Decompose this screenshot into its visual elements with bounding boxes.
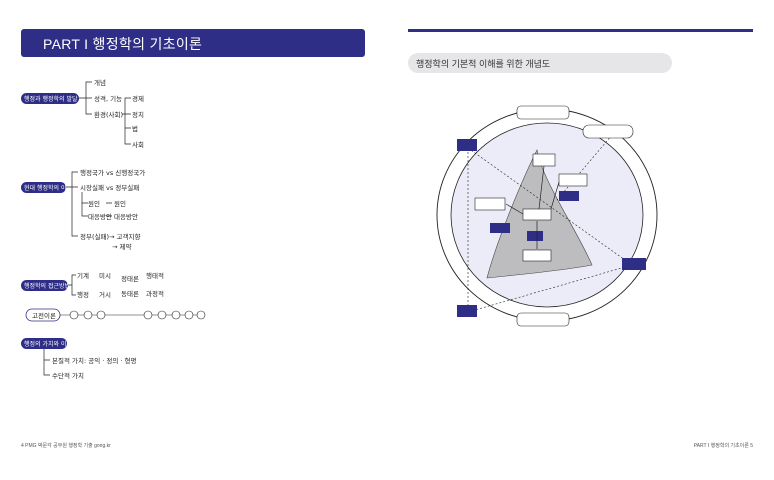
section-pill-4	[21, 338, 67, 349]
section-pill-3	[21, 280, 68, 291]
concept-diagram	[436, 105, 658, 327]
svg-text:대응방안: 대응방안	[114, 212, 138, 221]
svg-text:성격, 기능: 성격, 기능	[94, 94, 122, 103]
mindmap: 행정과 행정학의 발달 개념 성격, 기능 환경(사회) 경제 정치 법 사회 …	[21, 78, 206, 380]
part-title: PART I 행정학의 기초이론	[43, 36, 203, 52]
svg-text:행정의 가치와 이념: 행정의 가치와 이념	[24, 340, 72, 348]
svg-text:법: 법	[132, 124, 138, 133]
right-footer: PART I 행정학의 기초이론 5	[693, 443, 753, 449]
svg-text:정부(실패)→ 고객지향: 정부(실패)→ 고객지향	[80, 232, 140, 241]
section-pill-1	[21, 93, 79, 104]
svg-text:정태론: 정태론	[121, 274, 139, 283]
right-page: 행정학의 기본적 이해를 위한 개념도	[387, 0, 774, 480]
svg-text:개념: 개념	[94, 78, 106, 87]
left-footer: 4 PMG 박문각 공무원 행정학 기출 gong.kr	[21, 443, 111, 449]
caption-text: 행정학의 기본적 이해를 위한 개념도	[416, 59, 551, 69]
svg-text:행정학의 접근방법: 행정학의 접근방법	[24, 282, 70, 290]
svg-text:환경(사회): 환경(사회)	[94, 110, 123, 119]
svg-text:대응방안: 대응방안	[88, 212, 112, 221]
svg-text:수단적 가치: 수단적 가치	[52, 371, 84, 380]
svg-text:과정적: 과정적	[146, 289, 164, 298]
svg-text:고전이론: 고전이론	[32, 311, 56, 320]
svg-text:행태적: 행태적	[146, 271, 164, 280]
left-page: PART I 행정학의 기초이론 행정과 행정학의 발달 개념 성격, 기능 환…	[21, 29, 365, 449]
svg-text:거시: 거시	[99, 290, 111, 299]
svg-text:행정과 행정학의 발달: 행정과 행정학의 발달	[24, 95, 78, 103]
top-rule	[408, 29, 753, 32]
svg-text:본질적 가치: 공익 · 정의 · 형평: 본질적 가치: 공익 · 정의 · 형평	[52, 356, 137, 365]
part-banner: PART I 행정학의 기초이론	[21, 29, 365, 57]
svg-text:행정국가 vs 신행정국가: 행정국가 vs 신행정국가	[80, 168, 145, 177]
svg-text:시장실패 vs 정부실패: 시장실패 vs 정부실패	[80, 183, 139, 192]
svg-text:정치: 정치	[132, 110, 144, 119]
svg-text:경제: 경제	[132, 94, 144, 103]
svg-text:미시: 미시	[99, 271, 111, 280]
svg-text:현대 행정학의 이해: 현대 행정학의 이해	[24, 184, 72, 192]
svg-text:→ 제약: → 제약	[112, 242, 131, 251]
svg-text:원인: 원인	[88, 199, 100, 208]
svg-text:사회: 사회	[132, 140, 144, 149]
svg-text:원인: 원인	[114, 199, 126, 208]
caption-bar: 행정학의 기본적 이해를 위한 개념도	[408, 53, 672, 73]
section-pill-2	[21, 182, 66, 193]
svg-text:행정: 행정	[77, 290, 89, 299]
svg-text:동태론: 동태론	[121, 290, 139, 298]
svg-text:기계: 기계	[77, 271, 89, 280]
